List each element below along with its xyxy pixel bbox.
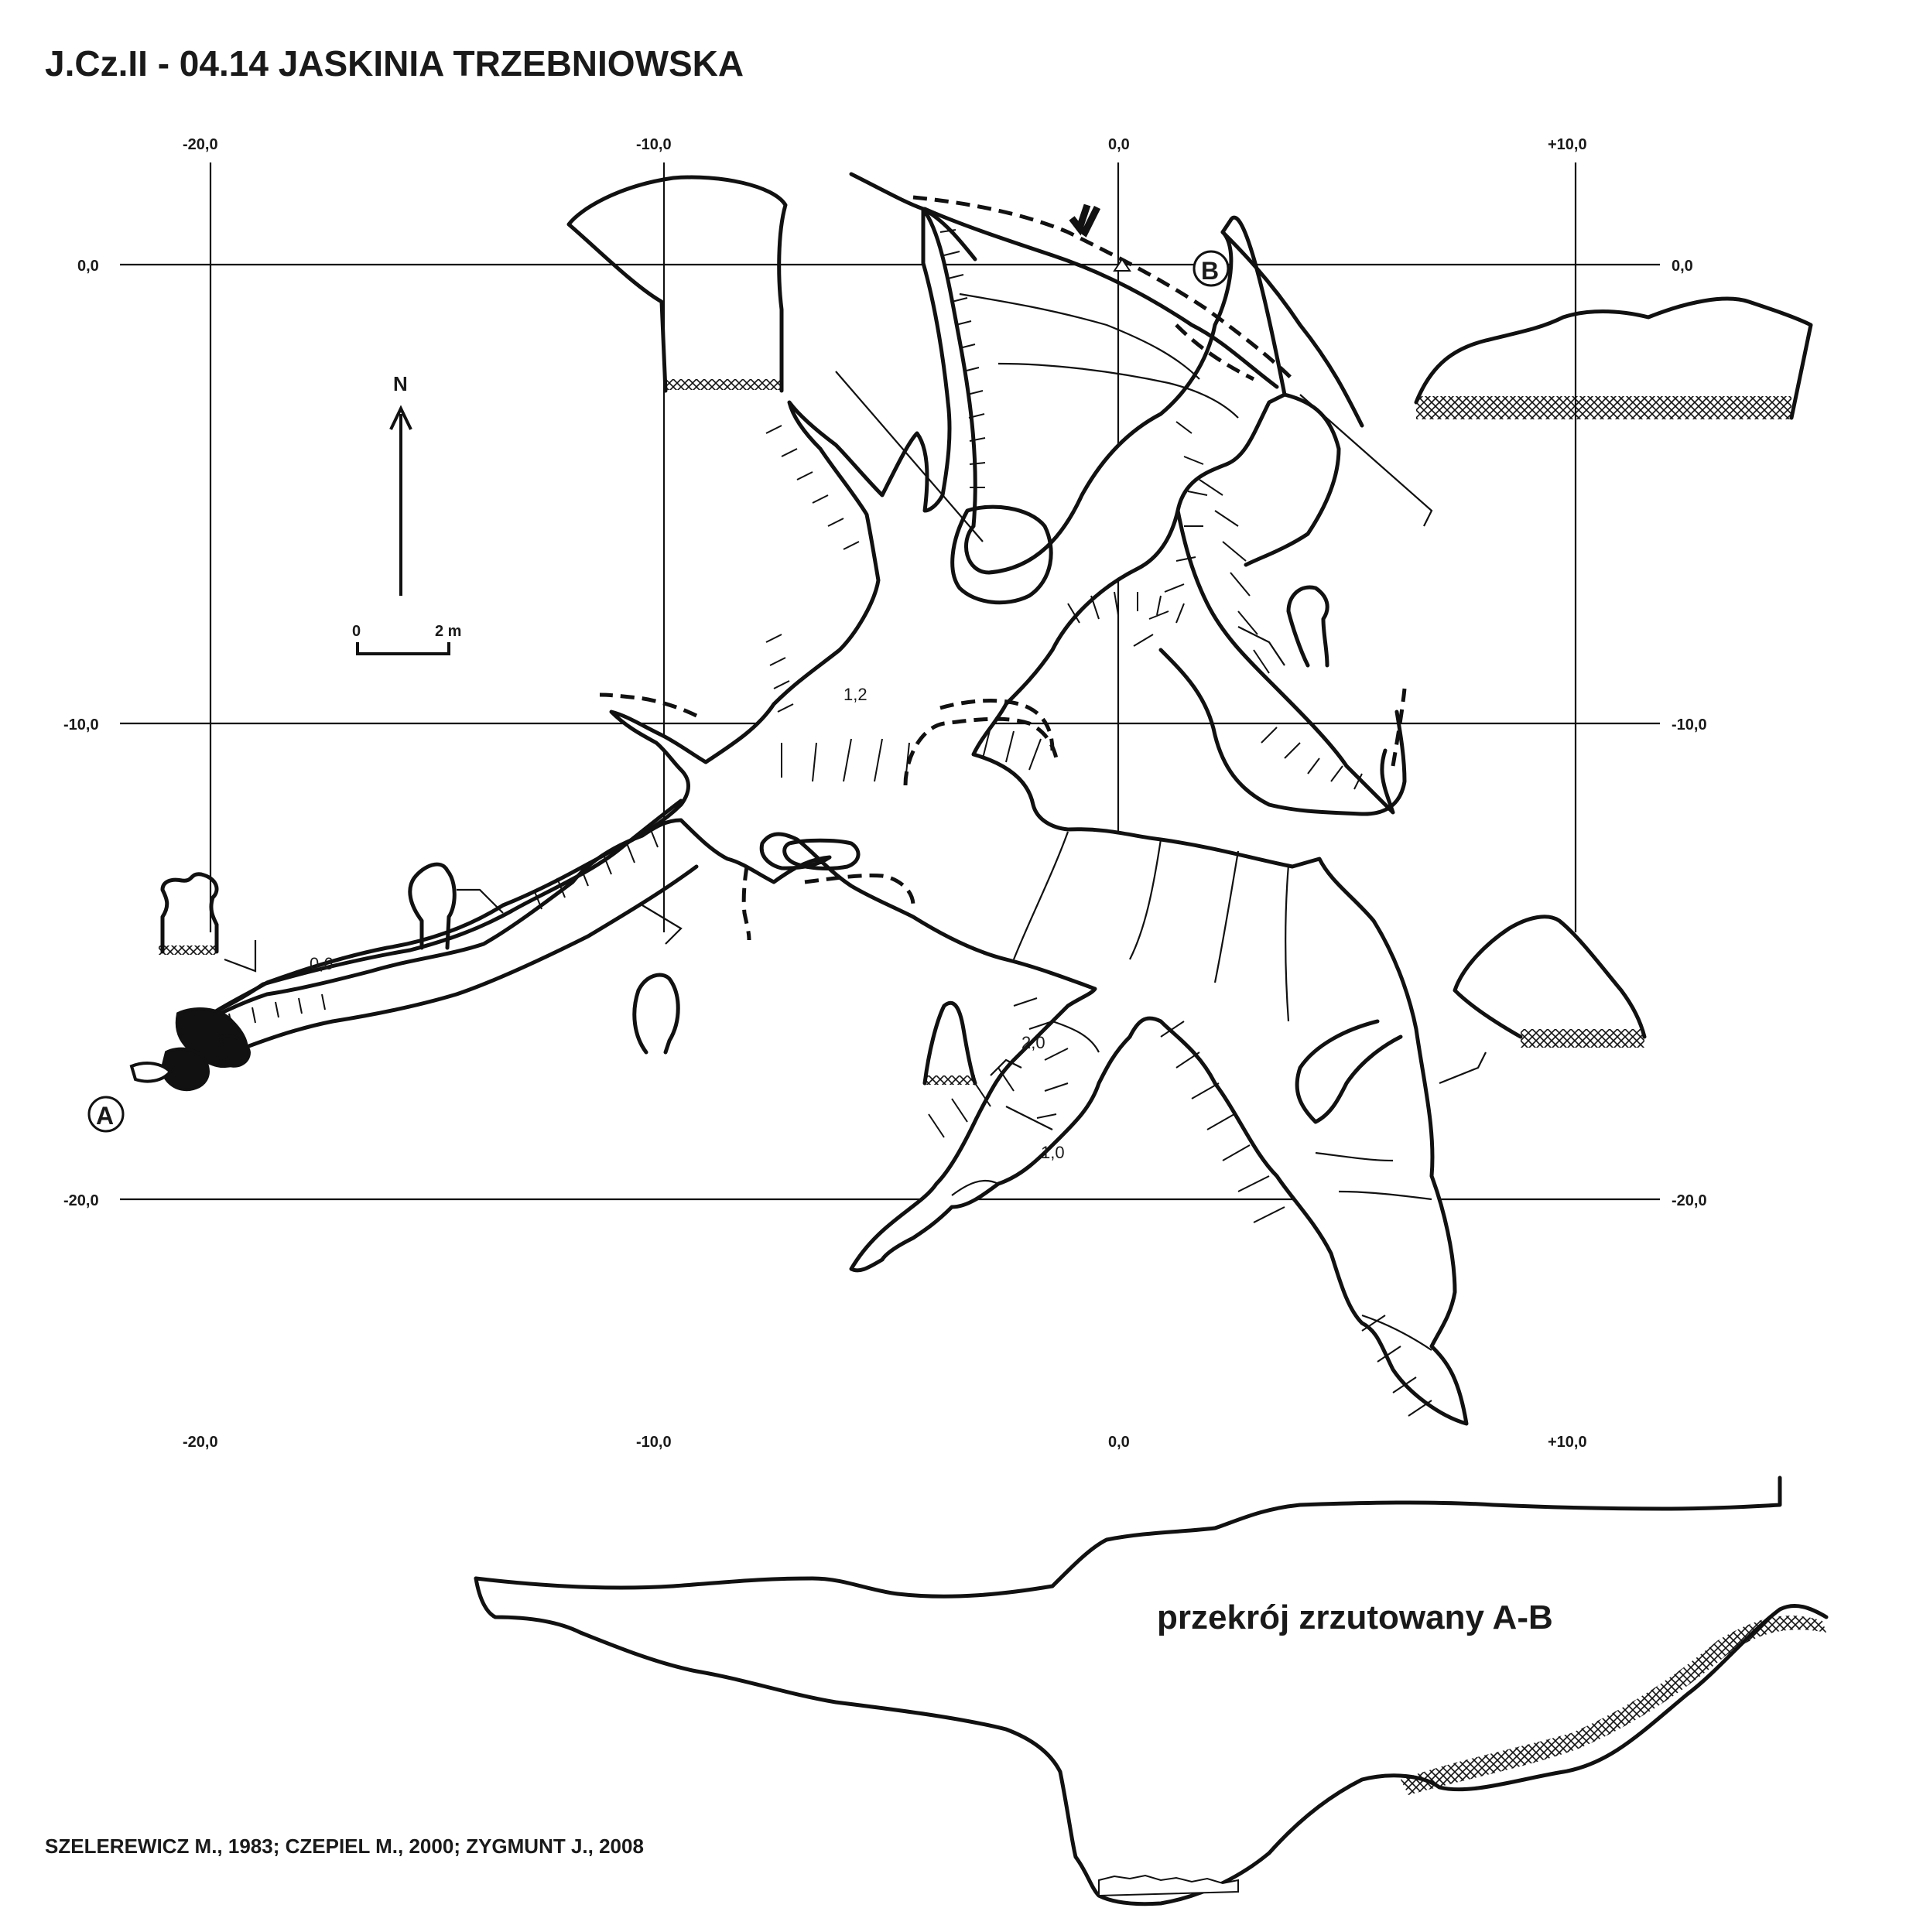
credits: SZELEREWICZ M., 1983; CZEPIEL M., 2000; … [45, 1835, 644, 1858]
point-a-chambers [129, 1007, 252, 1092]
grid-label-right: 0,0 [1672, 258, 1693, 275]
section-markers [224, 371, 1487, 1085]
grid-label-left: -10,0 [63, 716, 99, 733]
grid-label-bottom: -20,0 [183, 1434, 218, 1451]
point-a-label: A [96, 1102, 114, 1130]
scale-bar [356, 642, 450, 655]
map-title: J.Cz.II - 04.14 JASKINIA TRZEBNIOWSKA [45, 43, 744, 84]
depth-label: 2,0 [1021, 1033, 1045, 1052]
point-b-marker [1193, 250, 1230, 287]
north-label: N [393, 372, 408, 395]
scale-length-label: 2 m [435, 623, 461, 640]
depth-label: 1,2 [843, 685, 867, 704]
grid-label-right: -20,0 [1672, 1192, 1707, 1209]
grid-label-bottom: 0,0 [1108, 1434, 1130, 1451]
depth-label: 1,0 [1041, 1143, 1065, 1162]
depth-label: 0,6 [310, 954, 334, 973]
grid-label-bottom: +10,0 [1548, 1434, 1587, 1451]
cross-sections [159, 175, 1813, 1086]
grid-label-top: -20,0 [183, 136, 218, 153]
north-arrow [389, 405, 412, 596]
scale-zero-label: 0 [352, 623, 361, 640]
grid-label-left: -20,0 [63, 1192, 99, 1209]
projected-section [474, 1476, 1829, 1906]
grid-label-top: +10,0 [1548, 136, 1587, 153]
grid-label-top: -10,0 [636, 136, 672, 153]
grid-label-bottom: -10,0 [636, 1434, 672, 1451]
grid-label-top: 0,0 [1108, 136, 1130, 153]
section-title: przekrój zrzutowany A-B [1157, 1599, 1553, 1636]
slope-hatching [228, 229, 1432, 1417]
grid-label-right: -10,0 [1672, 716, 1707, 733]
point-b-label: B [1201, 257, 1219, 285]
point-a-marker [87, 1096, 125, 1133]
cave-plan [129, 172, 1487, 1426]
grid-label-left: 0,0 [77, 258, 99, 275]
